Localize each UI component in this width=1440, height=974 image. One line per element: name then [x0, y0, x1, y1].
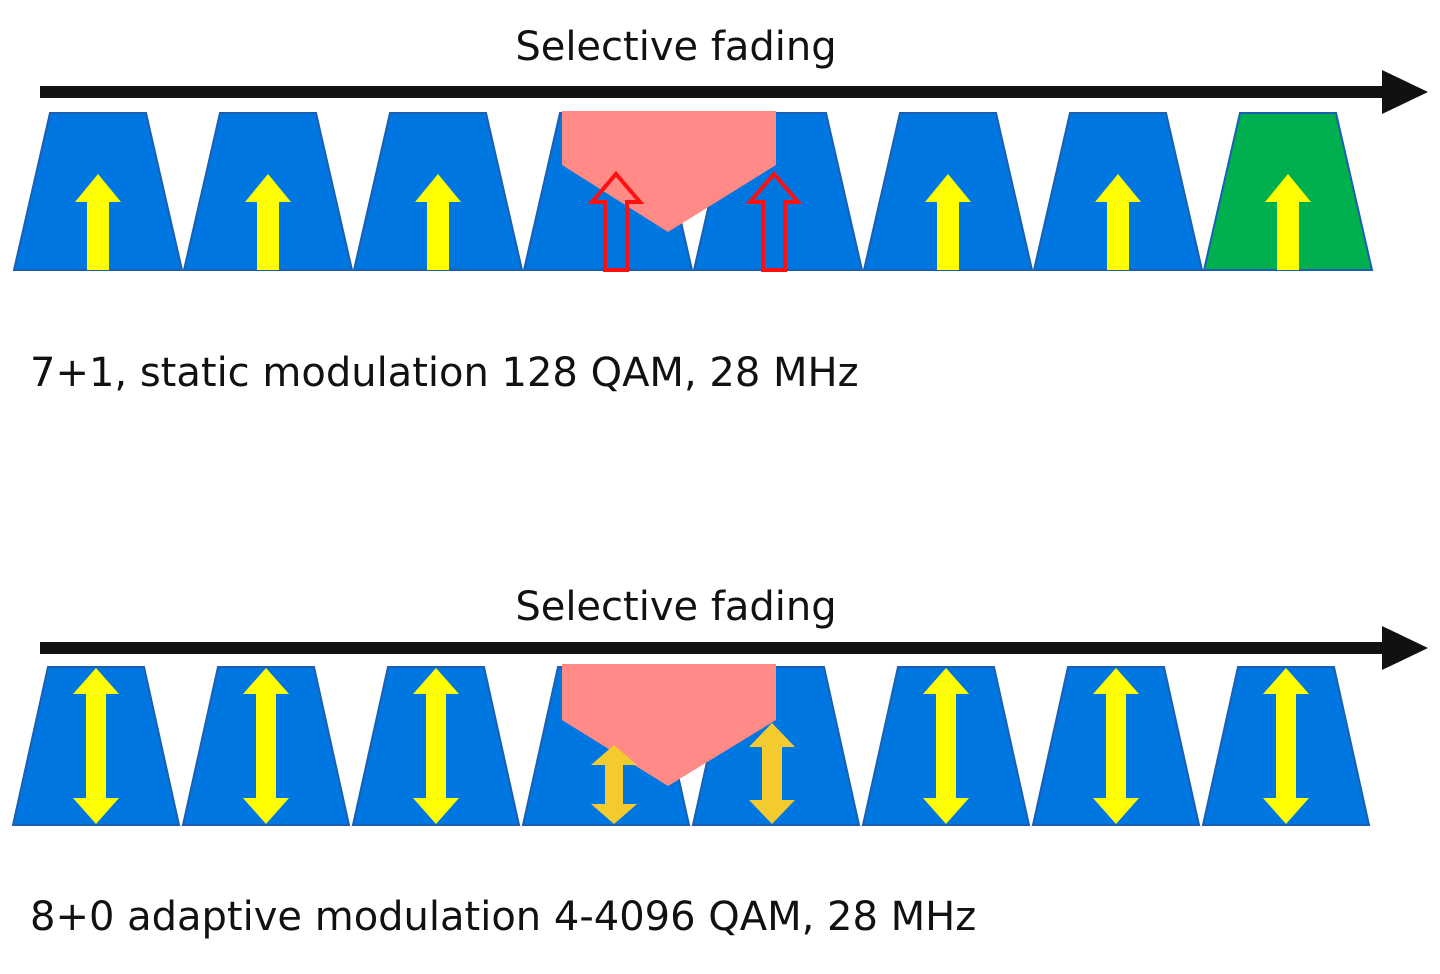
- reduced-capacity-arrow-icon: [749, 723, 795, 824]
- capacity-double-arrow-icon: [1093, 668, 1139, 824]
- axis-arrowhead-icon: [1382, 70, 1428, 114]
- reduced-arrows: [591, 723, 795, 824]
- panel-heading: Selective fading: [515, 584, 836, 630]
- fade-shape: [562, 111, 776, 232]
- capacity-arrow-icon: [925, 174, 971, 270]
- axis-arrowhead-icon: [1382, 626, 1428, 670]
- capacity-arrow-icon: [1265, 174, 1311, 270]
- failed-arrows: [587, 170, 803, 272]
- capacity-arrow-icon: [415, 174, 461, 270]
- panel-adaptive: Selective fading 8+0 adaptive modulation…: [11, 584, 1428, 940]
- failed-capacity-arrow-icon: [587, 170, 645, 272]
- capacity-arrow-icon: [75, 174, 121, 270]
- frequency-axis: [40, 70, 1428, 114]
- fade-shape: [562, 664, 776, 786]
- panel-heading: Selective fading: [515, 24, 836, 70]
- capacity-double-arrow-icon: [73, 668, 119, 824]
- capacity-double-arrow-icon: [413, 668, 459, 824]
- capacity-double-arrow-icon: [1263, 668, 1309, 824]
- axis-line: [40, 642, 1388, 654]
- capacity-arrow-icon: [245, 174, 291, 270]
- fade-region: [562, 664, 776, 786]
- channel-row: [11, 666, 1371, 826]
- capacity-arrow-icon: [1095, 174, 1141, 270]
- axis-line: [40, 86, 1388, 98]
- panel-caption: 7+1, static modulation 128 QAM, 28 MHz: [30, 350, 859, 396]
- frequency-axis: [40, 626, 1428, 670]
- panel-static: Selective fading 7+1, static modulation …: [12, 24, 1428, 396]
- failed-capacity-arrow-icon: [745, 170, 803, 272]
- panel-caption: 8+0 adaptive modulation 4-4096 QAM, 28 M…: [30, 894, 976, 940]
- capacity-double-arrow-icon: [923, 668, 969, 824]
- reduced-capacity-arrow-icon: [591, 745, 637, 824]
- capacity-double-arrow-icon: [243, 668, 289, 824]
- fade-region: [562, 111, 776, 232]
